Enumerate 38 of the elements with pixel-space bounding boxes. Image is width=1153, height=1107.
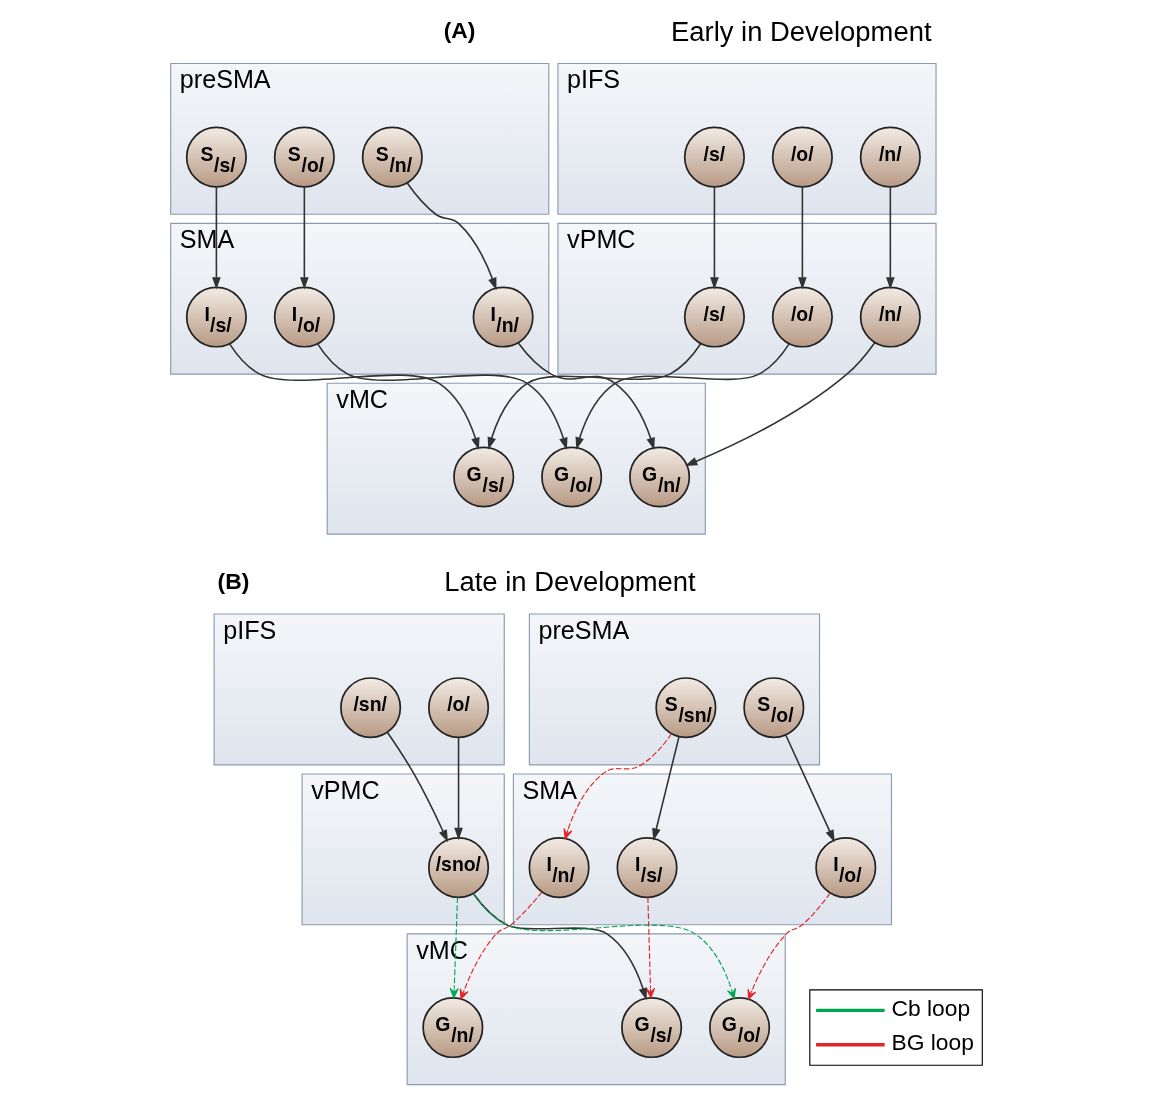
arrow (212, 186, 221, 290)
arrow (316, 343, 568, 450)
arrow (886, 186, 895, 290)
arrow (575, 343, 790, 450)
arrow (747, 892, 831, 1000)
node-circle: /o/ (428, 677, 490, 739)
arrow (785, 734, 835, 843)
node-circle: /o/ (771, 126, 833, 188)
label: (A) (443, 17, 476, 44)
node-circle: /sno/ (428, 837, 490, 899)
label: (B) (217, 567, 250, 594)
arrow (645, 896, 656, 999)
legend-label: Cb loop (891, 995, 971, 1022)
arrow (459, 891, 543, 1000)
arrow (228, 343, 480, 450)
node-circle: /n/ (859, 126, 921, 188)
arrow (684, 342, 876, 467)
label: Early in Development (671, 15, 932, 47)
node-circle: /n/ (859, 286, 921, 348)
node-circle: /sn/ (340, 677, 402, 739)
label: Late in Development (444, 566, 696, 598)
arrow (300, 186, 309, 290)
arrow (798, 186, 807, 290)
arrow (454, 736, 463, 841)
legend-label: BG loop (891, 1029, 974, 1056)
node-circle: /o/ (771, 286, 833, 348)
arrow (710, 186, 719, 290)
arrow (563, 733, 672, 840)
arrow (472, 893, 737, 999)
node-circle: /s/ (683, 126, 745, 188)
arrow (449, 896, 459, 999)
arrow (487, 342, 702, 450)
arrow (517, 342, 655, 451)
arrow (652, 735, 680, 841)
arrow (386, 731, 449, 843)
arrow (406, 182, 497, 291)
arrow (472, 892, 648, 1001)
node-circle: /s/ (683, 286, 745, 348)
